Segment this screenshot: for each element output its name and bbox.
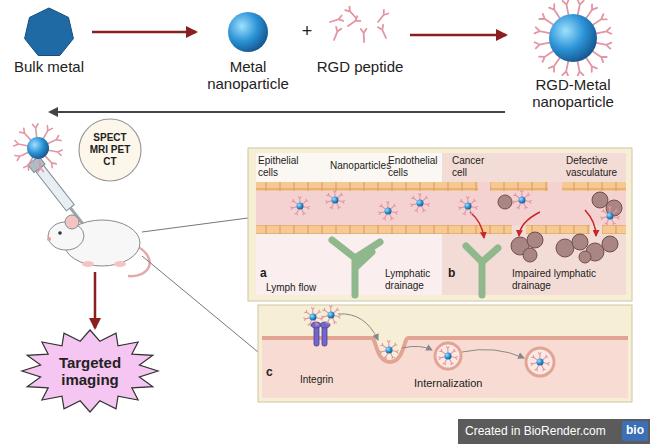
targeted-imaging-burst: Targeted imaging	[20, 328, 160, 414]
panel-label: Epithelial cells	[258, 155, 313, 179]
node-label: Targeted imaging	[42, 354, 138, 388]
panel-label: Impaired lymphatic drainage	[512, 268, 612, 292]
panel-letter: c	[266, 365, 278, 379]
rgd-metal-nanoparticle: RGD-Metal nanoparticle	[508, 0, 638, 110]
node-shape	[198, 6, 298, 58]
node-label: RGD peptide	[312, 58, 408, 75]
node-shape	[508, 0, 638, 76]
process-arrow	[92, 31, 196, 34]
node-label: Bulk metal	[8, 58, 90, 75]
panel-label: Lymphatic drainage	[385, 268, 443, 292]
plus-sign: +	[300, 20, 314, 42]
panel-label: Internalization	[414, 377, 506, 390]
panel-letter: b	[448, 266, 460, 280]
panel-label: Defective vasculature	[566, 155, 626, 179]
panel-label: Endothelial cells	[388, 155, 443, 179]
node-shape	[312, 6, 408, 58]
node-shape	[8, 6, 90, 58]
node-label: RGD-Metal nanoparticle	[508, 76, 638, 110]
rgd-peptide: RGD peptide	[312, 6, 408, 75]
watermark: Created in BioRender.com	[465, 424, 617, 438]
node-label: SPECT MRI PET CT	[87, 132, 133, 168]
process-arrow	[410, 34, 506, 37]
imaging-modalities: SPECT MRI PET CT	[78, 118, 142, 182]
panel-label: Lymph flow	[266, 282, 328, 294]
panel-label: Integrin	[300, 374, 352, 386]
panel-letter: a	[260, 266, 272, 280]
bulk-metal: Bulk metal	[8, 6, 90, 75]
watermark-logo: bio	[622, 423, 648, 437]
node-label: Metal nanoparticle	[198, 58, 298, 92]
panel-label: Cancer cell	[452, 155, 497, 179]
metal-nanoparticle: Metal nanoparticle	[198, 6, 298, 92]
